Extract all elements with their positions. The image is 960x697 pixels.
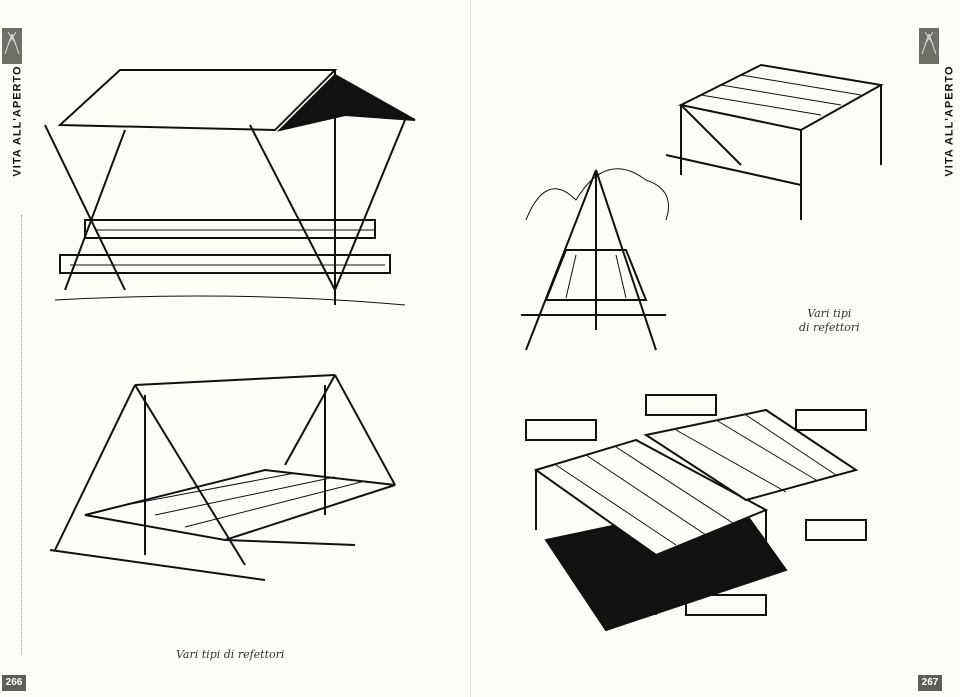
figure-caption: Vari tipi di refettori	[176, 648, 285, 661]
dotted-rule	[21, 215, 22, 655]
section-label: VITA ALL'APERTO	[943, 65, 956, 177]
illustration-tarp-table	[44, 69, 416, 306]
tent-icon	[919, 28, 939, 64]
page-number: 267	[918, 675, 942, 691]
illustration-raised-table	[665, 63, 884, 220]
tent-icon	[2, 28, 22, 64]
figure-caption: Vari tipi di refettori	[799, 307, 860, 335]
left-page: VITA ALL'APERTO Vari tipi di refettori 2…	[0, 0, 470, 697]
right-page: VITA ALL'APERTO Vari tipi di refettori 2…	[470, 0, 960, 697]
illustration-a-frame-table	[49, 374, 396, 581]
section-label: VITA ALL'APERTO	[11, 65, 24, 177]
caption-line-2: di refettori	[799, 321, 860, 334]
page-number: 266	[2, 675, 26, 691]
caption-line-1: Vari tipi	[807, 307, 852, 320]
illustration-tripod-table	[521, 168, 669, 351]
illustration-table-with-benches	[525, 394, 867, 632]
